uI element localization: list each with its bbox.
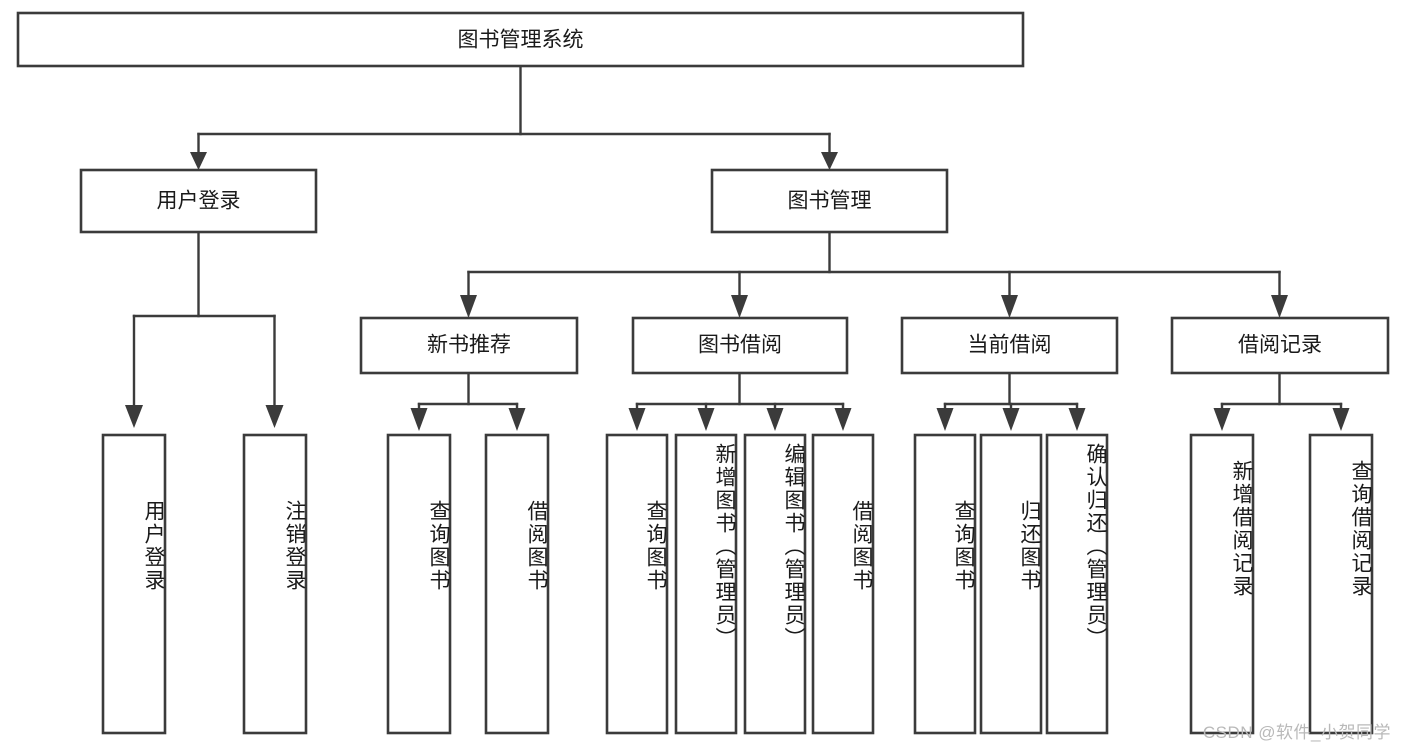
- arrowhead-leaf-return-book: [1002, 408, 1020, 431]
- node-label-borrow-record: 借阅记录: [1238, 334, 1322, 357]
- node-box-new-book-recommend[interactable]: [359, 316, 579, 375]
- arrowhead-leaf-borrow-book-2: [834, 408, 852, 431]
- arrowhead-current-borrow: [1001, 295, 1018, 318]
- node-label-book-management: 图书管理: [788, 190, 872, 213]
- node-box-current-borrow[interactable]: [900, 316, 1119, 375]
- arrowhead-user-login: [190, 152, 207, 170]
- arrowhead-leaf-confirm-return: [1068, 408, 1086, 431]
- arrowhead-book-borrow: [731, 295, 748, 318]
- connector-group-root: [190, 64, 838, 170]
- node-box-leaf-query-book-1[interactable]: [386, 433, 452, 735]
- node-box-leaf-return-book[interactable]: [979, 433, 1043, 735]
- arrowhead-leaf-borrow-book-1: [508, 408, 526, 431]
- arrowhead-leaf-query-book-2: [628, 408, 646, 431]
- node-box-leaf-borrow-book-2[interactable]: [811, 433, 875, 735]
- node-box-leaf-user-login[interactable]: [101, 433, 167, 735]
- connector-group-user-login: [125, 230, 284, 428]
- node-label-root: 图书管理系统: [458, 29, 584, 52]
- arrowhead-leaf-logout-login: [265, 405, 284, 428]
- node-box-leaf-add-record[interactable]: [1189, 433, 1255, 735]
- node-box-leaf-query-book-2[interactable]: [605, 433, 669, 735]
- node-box-leaf-edit-book[interactable]: [743, 433, 807, 735]
- connector-group-borrow-record: [1213, 371, 1350, 431]
- arrowhead-borrow-record: [1271, 295, 1288, 318]
- csdn-watermark: CSDN @软件_小贺同学: [1202, 723, 1391, 742]
- node-box-leaf-add-book[interactable]: [674, 433, 738, 735]
- connector-group-new-book-recommend: [410, 371, 526, 431]
- node-box-leaf-query-book-3[interactable]: [913, 433, 977, 735]
- arrowhead-leaf-query-book-1: [410, 408, 428, 431]
- node-label-user-login: 用户登录: [157, 190, 241, 213]
- node-label-new-book-recommend: 新书推荐: [427, 334, 511, 357]
- node-box-user-login[interactable]: [79, 168, 318, 234]
- node-box-book-management[interactable]: [710, 168, 949, 234]
- arrowhead-leaf-add-record: [1213, 408, 1231, 431]
- node-box-leaf-query-record[interactable]: [1308, 433, 1374, 735]
- node-box-leaf-borrow-book-1[interactable]: [484, 433, 550, 735]
- arrowhead-leaf-add-book: [697, 408, 715, 431]
- node-box-borrow-record[interactable]: [1170, 316, 1390, 375]
- connector-group-book-borrow: [628, 371, 852, 431]
- arrowhead-leaf-query-book-3: [936, 408, 954, 431]
- node-box-leaf-logout-login[interactable]: [242, 433, 308, 735]
- arrowhead-new-book-recommend: [460, 295, 477, 318]
- connector-group-current-borrow: [936, 371, 1086, 431]
- node-box-book-borrow[interactable]: [631, 316, 849, 375]
- node-box-leaf-confirm-return[interactable]: [1045, 433, 1109, 735]
- arrowhead-leaf-user-login: [125, 405, 143, 428]
- connector-group-book-management: [460, 230, 1288, 318]
- node-box-root[interactable]: [16, 11, 1025, 68]
- node-label-current-borrow: 当前借阅: [968, 334, 1052, 357]
- arrowhead-book-management: [821, 152, 838, 170]
- arrowhead-leaf-edit-book: [766, 408, 784, 431]
- node-label-book-borrow: 图书借阅: [698, 334, 782, 357]
- arrowhead-leaf-query-record: [1332, 408, 1350, 431]
